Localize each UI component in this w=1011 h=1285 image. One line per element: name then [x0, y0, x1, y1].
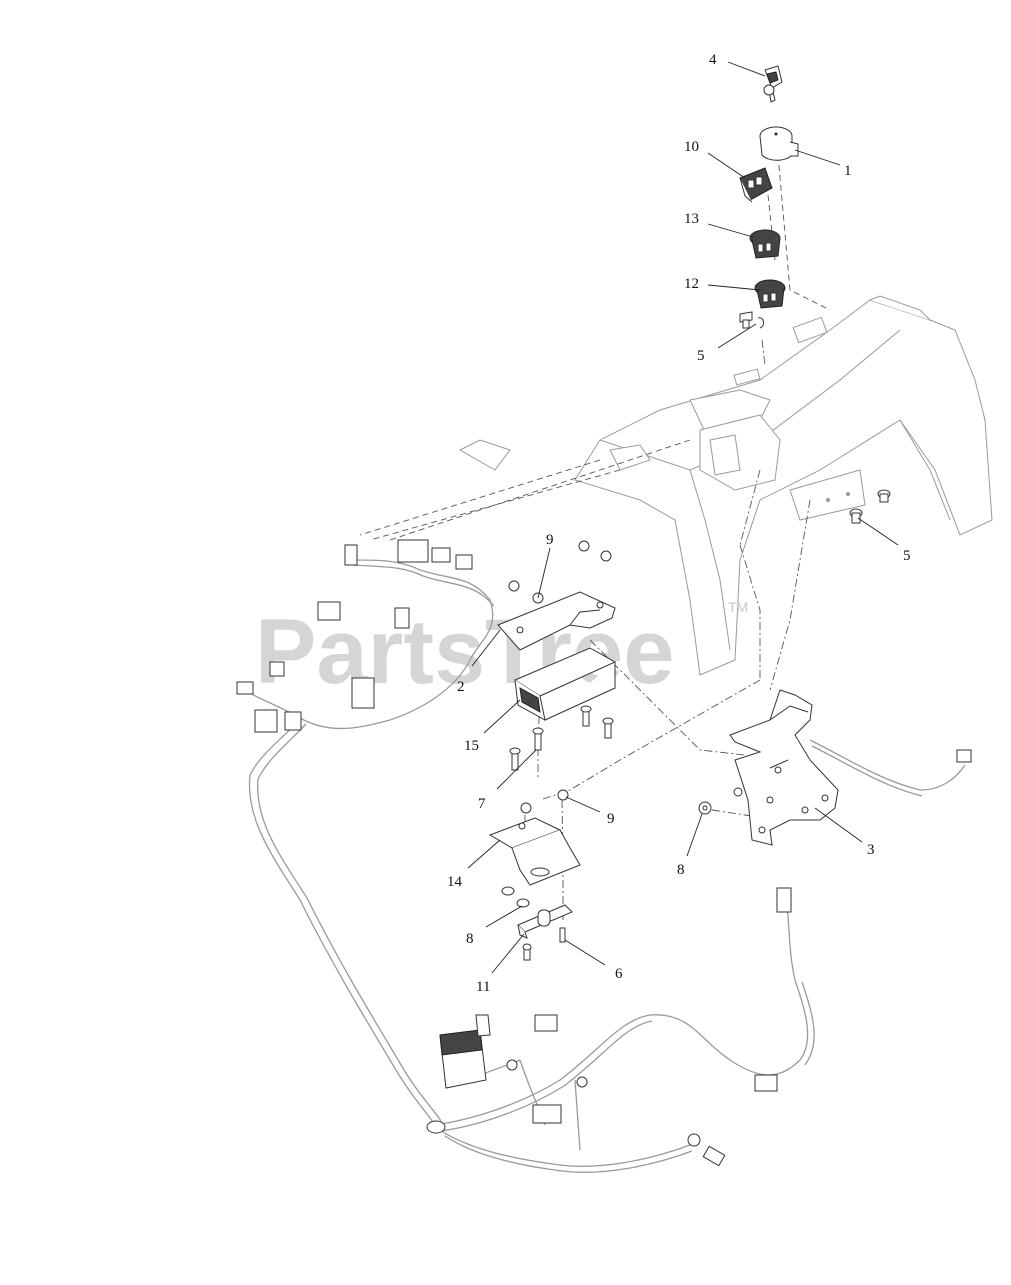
- callout-1: 1: [844, 163, 852, 179]
- part-15-control-module: [513, 647, 617, 721]
- callout-9-upper: 9: [546, 532, 554, 548]
- part-4-key: [763, 65, 783, 103]
- callout-10: 10: [684, 139, 699, 155]
- callout-3: 3: [867, 842, 875, 858]
- part-9-nut-lower: [520, 789, 569, 814]
- part-3-mounting-plate: [729, 689, 839, 846]
- watermark-tm: TM: [728, 599, 748, 615]
- callout-5-right: 5: [903, 548, 911, 564]
- part-2-bracket: [497, 591, 616, 651]
- callout-4: 4: [709, 52, 717, 68]
- callout-15: 15: [464, 738, 479, 754]
- callout-11: 11: [476, 979, 490, 995]
- part-14-bracket: [488, 817, 581, 886]
- callout-6: 6: [615, 966, 623, 982]
- callout-12: 12: [684, 276, 699, 292]
- callout-9-lower: 9: [607, 811, 615, 827]
- part-10-connector: [739, 167, 773, 203]
- part-13-switch: [749, 229, 781, 259]
- callout-2: 2: [457, 679, 465, 695]
- callout-8-lower: 8: [466, 931, 474, 947]
- leader-lines: [467, 61, 899, 974]
- nuts-upper: [508, 540, 612, 604]
- part-5-screw-upper: [739, 311, 765, 329]
- relay-block: [439, 1014, 491, 1089]
- fender-console-body: [458, 295, 993, 676]
- callout-8-right: 8: [677, 862, 685, 878]
- part-11-sensor: [517, 904, 573, 961]
- wire-harness: [236, 539, 972, 1173]
- callout-7: 7: [478, 796, 486, 812]
- connector-plug: [317, 601, 341, 621]
- callout-labels: 4 1 10 13 12 5 5 9 2 15 7 9 3 8 14 8 6 1…: [447, 52, 911, 995]
- part-1-switch-cover: [759, 126, 799, 161]
- callout-5-upper: 5: [697, 348, 705, 364]
- part-7-bolts: [509, 705, 614, 771]
- part-5-screw-right: [849, 489, 891, 524]
- part-12-switch: [754, 279, 786, 309]
- callout-13: 13: [684, 211, 699, 227]
- part-8-washers-lower: [501, 886, 530, 908]
- part-6-pin: [559, 927, 566, 943]
- callout-14: 14: [447, 874, 463, 890]
- part-8-washer-right: [698, 801, 712, 815]
